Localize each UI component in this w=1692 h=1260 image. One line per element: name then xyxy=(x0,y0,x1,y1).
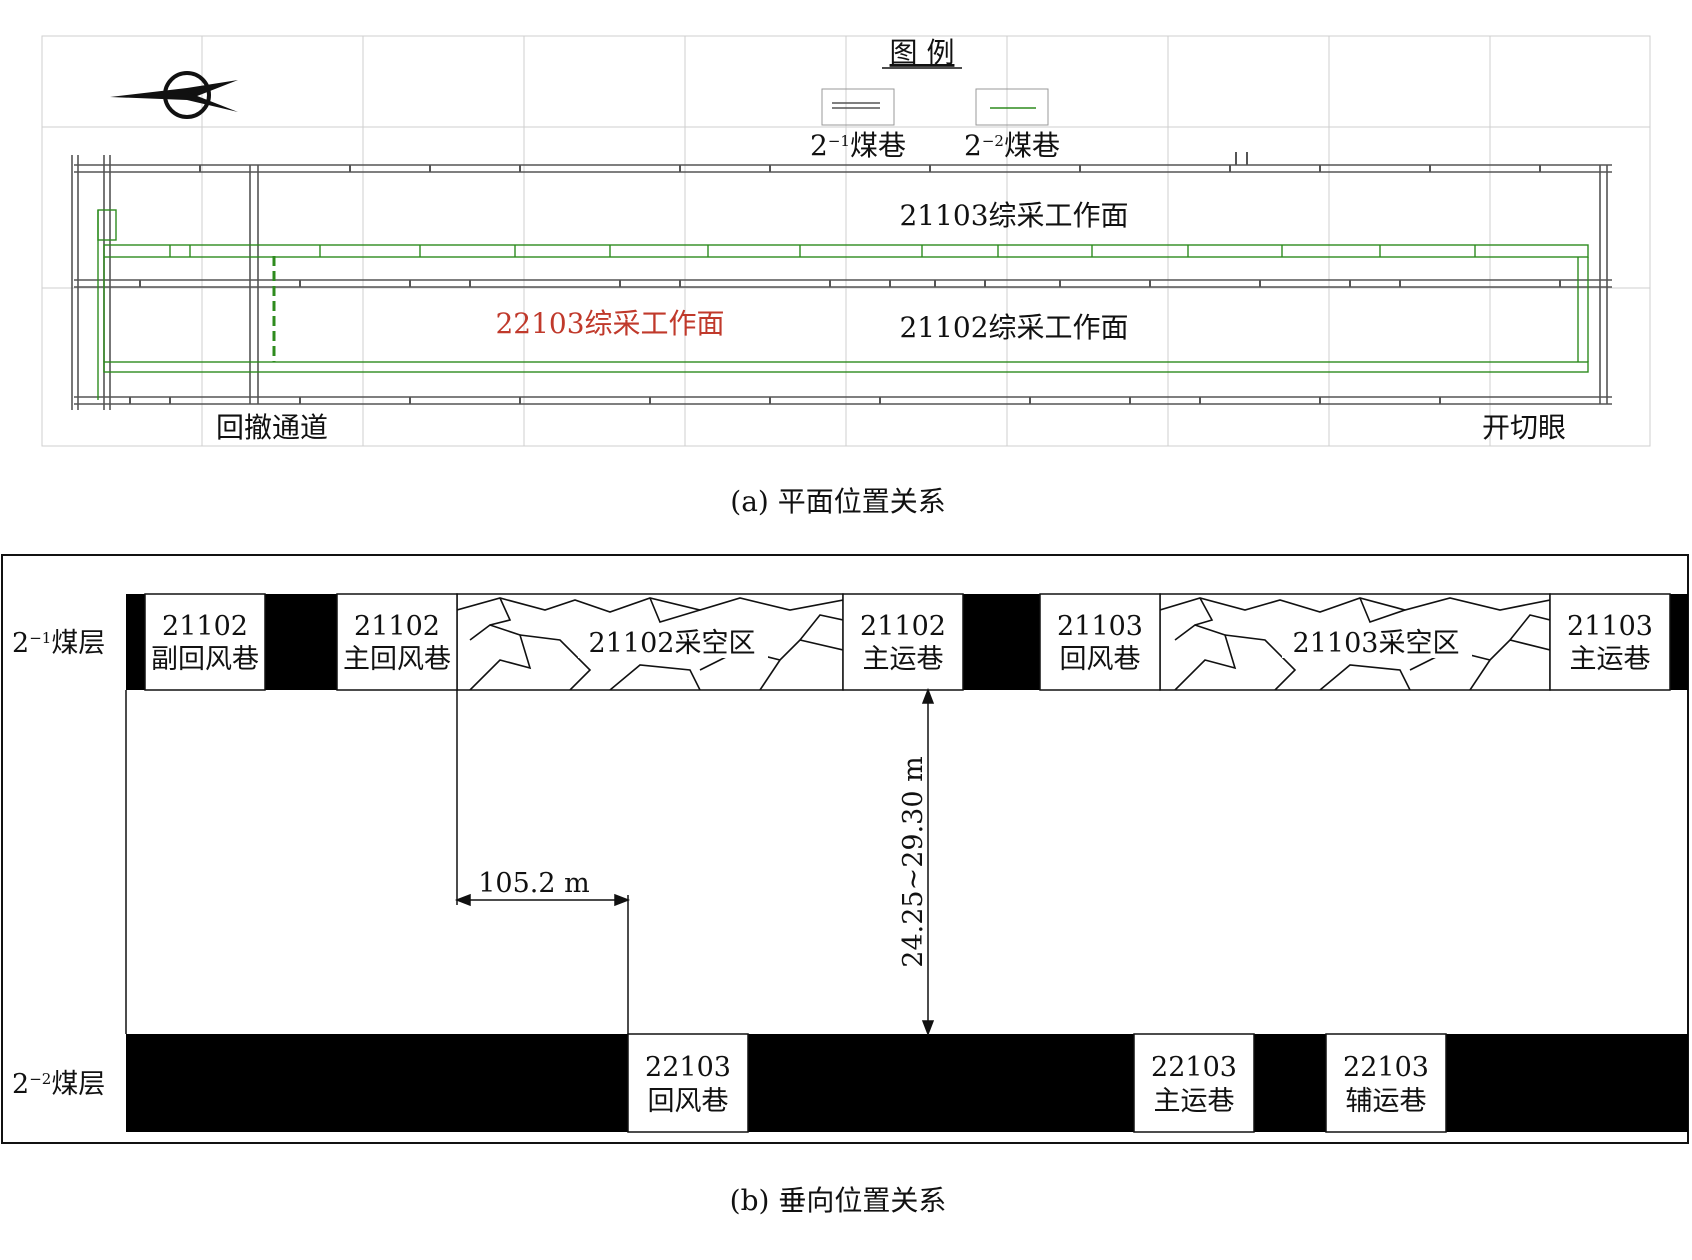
seam21-label: 2−1煤层 xyxy=(12,628,105,659)
upper-roadway-boxes xyxy=(144,593,1671,691)
svg-text:主运巷: 主运巷 xyxy=(1154,1086,1235,1117)
lower-roadway-boxes xyxy=(627,1033,1447,1133)
face-label-21103: 21103综采工作面 xyxy=(899,199,1128,232)
caption-a: (a) 平面位置关系 xyxy=(730,485,945,518)
svg-text:21103: 21103 xyxy=(1057,611,1143,642)
svg-text:回风巷: 回风巷 xyxy=(1060,644,1141,675)
svg-text:22103: 22103 xyxy=(1151,1052,1237,1083)
legend-swatch-seam21 xyxy=(821,88,895,126)
roadway-box-21103-return: 21103 回风巷 xyxy=(1057,611,1143,675)
face-label-22103: 22103综采工作面 xyxy=(495,307,724,340)
svg-text:22103: 22103 xyxy=(645,1052,731,1083)
seam22-band xyxy=(126,1034,1688,1132)
svg-text:辅运巷: 辅运巷 xyxy=(1346,1086,1427,1117)
legend-swatch-seam22 xyxy=(975,88,1049,126)
seam22-segments xyxy=(169,245,1476,257)
roadway-box-22103-main-haulage: 22103 主运巷 xyxy=(1151,1052,1237,1117)
caption-b: (b) 垂向位置关系 xyxy=(730,1184,947,1217)
roadway-box-21103-main-haulage: 21103 主运巷 xyxy=(1567,611,1653,675)
roadway-box-21102-main-haulage: 21102 主运巷 xyxy=(860,611,946,675)
horizontal-offset-label: 105.2 m xyxy=(478,868,589,899)
goaf-label-21103: 21103采空区 xyxy=(1293,628,1460,659)
roadway-box-21102-main-return: 21102 主回风巷 xyxy=(343,611,451,675)
legend-label-seam22: 2−2煤巷 xyxy=(964,129,1060,162)
seam22-roadways xyxy=(97,209,1589,400)
svg-text:回风巷: 回风巷 xyxy=(648,1086,729,1117)
legend-label-seam21: 2−1煤巷 xyxy=(810,129,906,162)
face-label-21102: 21102综采工作面 xyxy=(899,311,1128,344)
svg-text:主运巷: 主运巷 xyxy=(863,644,944,675)
vertical-interburden-label: 24.25~29.30 m xyxy=(898,756,929,967)
plan-view-diagram: 图 例 2−1煤巷 2−2煤巷 xyxy=(41,35,1651,518)
svg-text:21102: 21102 xyxy=(860,611,946,642)
svg-text:主运巷: 主运巷 xyxy=(1570,644,1651,675)
horizontal-offset-dimension xyxy=(454,690,631,1034)
retreat-channel-label: 回撤通道 xyxy=(216,411,328,444)
legend-title: 图 例 xyxy=(890,36,955,69)
compass-icon xyxy=(110,71,238,119)
svg-text:21103: 21103 xyxy=(1567,611,1653,642)
svg-text:22103: 22103 xyxy=(1343,1052,1429,1083)
roadway-box-21102-aux-return: 21102 副回风巷 xyxy=(151,611,259,675)
svg-text:21102: 21102 xyxy=(162,611,248,642)
vertical-interburden-dimension xyxy=(921,687,935,1037)
section-frame xyxy=(1,554,1689,1144)
roadway-ticks xyxy=(129,165,1561,404)
svg-text:21102: 21102 xyxy=(354,611,440,642)
goaf-label-21102: 21102采空区 xyxy=(589,628,756,659)
background-grid xyxy=(41,35,1651,447)
open-cut-label: 开切眼 xyxy=(1482,411,1566,444)
roadway-box-22103-aux-haulage: 22103 辅运巷 xyxy=(1343,1052,1429,1117)
seam21-roadways xyxy=(71,155,1612,410)
svg-text:副回风巷: 副回风巷 xyxy=(151,644,259,675)
roadway-box-22103-return: 22103 回风巷 xyxy=(645,1052,731,1117)
seam22-label: 2−2煤层 xyxy=(12,1069,105,1100)
svg-text:主回风巷: 主回风巷 xyxy=(343,644,451,675)
section-view-diagram: 21102 副回风巷 21102 主回风巷 21102 主运巷 21103 回风… xyxy=(1,554,1689,1217)
